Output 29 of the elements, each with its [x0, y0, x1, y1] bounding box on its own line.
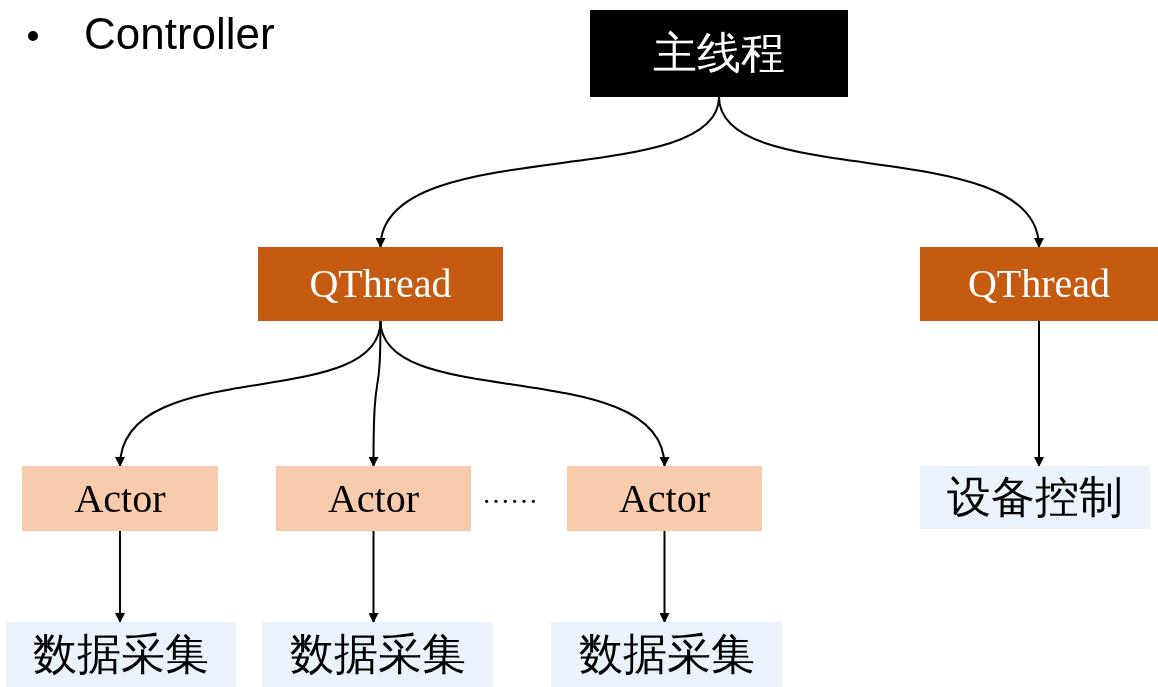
- node-label: 数据采集: [578, 632, 755, 677]
- node-label: Actor: [74, 478, 166, 519]
- arrow: [368, 320, 382, 467]
- node-label: 数据采集: [33, 632, 209, 677]
- heading-text: Controller: [84, 12, 275, 56]
- node-label: 设备控制: [947, 475, 1123, 520]
- process-box: [6, 622, 236, 687]
- node-label: Actor: [327, 478, 420, 519]
- process-box: [551, 622, 782, 687]
- process-box: [22, 466, 218, 531]
- arrow: [718, 96, 1042, 248]
- process-box: [590, 10, 848, 97]
- process-box: [567, 466, 762, 531]
- process-box: [258, 247, 503, 321]
- process-box: [276, 466, 471, 531]
- node-label: Actor: [618, 478, 711, 519]
- arrow: [1034, 320, 1044, 467]
- node-label: QThread: [309, 264, 452, 304]
- process-box: [920, 466, 1150, 529]
- arrow: [659, 530, 670, 623]
- node-label: QThread: [967, 264, 1111, 304]
- arrow: [115, 530, 125, 623]
- process-box: [920, 247, 1158, 321]
- process-box: [262, 622, 493, 687]
- node-label: 主线程: [653, 31, 785, 76]
- arrow: [368, 530, 379, 623]
- arrow: [379, 320, 668, 467]
- node-label: 数据采集: [289, 632, 466, 677]
- ellipsis-text: ……: [482, 480, 538, 508]
